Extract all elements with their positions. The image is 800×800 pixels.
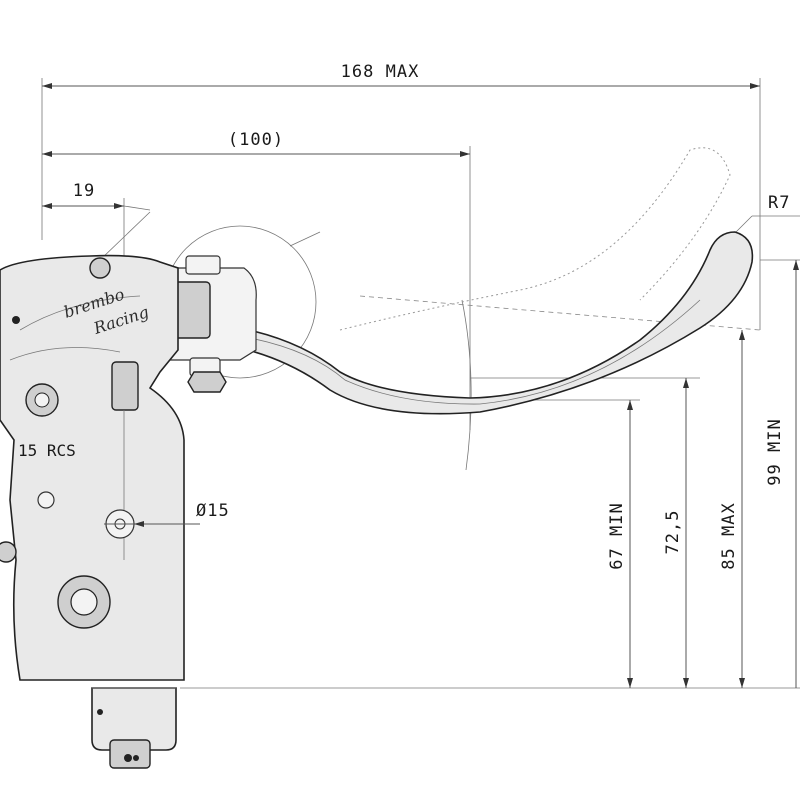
dim-height-total: 99 MIN — [765, 260, 799, 688]
dim-overall-length: 168 MAX — [41, 62, 761, 330]
dim-height-nominal-text: 72,5 — [663, 510, 683, 555]
bore-marker: Ø15 — [104, 501, 230, 539]
dim-reach-text: (100) — [228, 130, 284, 150]
dim-overall-length-text: 168 MAX — [341, 62, 420, 82]
pivot-nut — [187, 371, 227, 393]
dim-height-max: 85 MAX — [719, 330, 745, 688]
dim-pivot-offset: 19 — [42, 181, 151, 270]
dim-height-nominal: 72,5 — [663, 378, 689, 688]
dim-height-min-text: 67 MIN — [607, 502, 627, 569]
dim-height-min: 67 MIN — [607, 400, 633, 688]
lever-blade — [239, 231, 754, 415]
dim-bore-text: Ø15 — [196, 501, 230, 521]
dim-pivot-offset-text: 19 — [73, 181, 95, 201]
reservoir-body — [91, 687, 177, 751]
dim-reach: (100) — [42, 130, 471, 430]
dim-height-total-text: 99 MIN — [765, 418, 785, 485]
master-cylinder-body — [0, 254, 185, 681]
dim-radius: R7 — [729, 193, 800, 239]
top-screw — [89, 257, 111, 279]
dim-height-max-text: 85 MAX — [719, 502, 739, 569]
model-label: 15 RCS — [18, 441, 76, 460]
dim-radius-text: R7 — [768, 193, 790, 213]
